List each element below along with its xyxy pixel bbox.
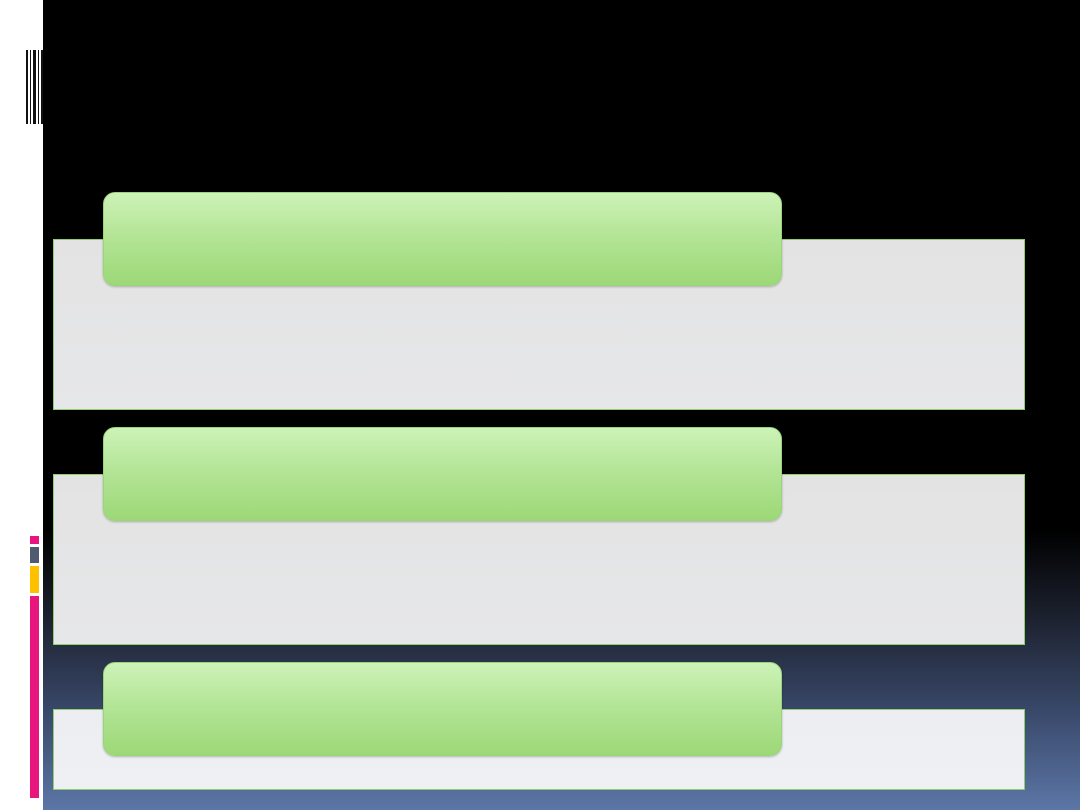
barcode-bar <box>33 50 36 124</box>
barcode-bar <box>41 50 43 124</box>
barcode-bar <box>38 50 39 124</box>
accent-color-bars <box>30 536 39 798</box>
accent-bar-pink-small <box>30 536 39 544</box>
barcode-stripes-icon <box>25 50 43 124</box>
accent-bar-pink-tall <box>30 596 39 798</box>
section-header-pill-3 <box>103 662 782 756</box>
accent-bar-gold <box>30 566 39 593</box>
barcode-bar <box>26 50 28 124</box>
barcode-bar <box>30 50 31 124</box>
section-header-pill-2 <box>103 427 782 521</box>
accent-bar-slate <box>30 547 39 563</box>
section-header-pill-1 <box>103 192 782 286</box>
